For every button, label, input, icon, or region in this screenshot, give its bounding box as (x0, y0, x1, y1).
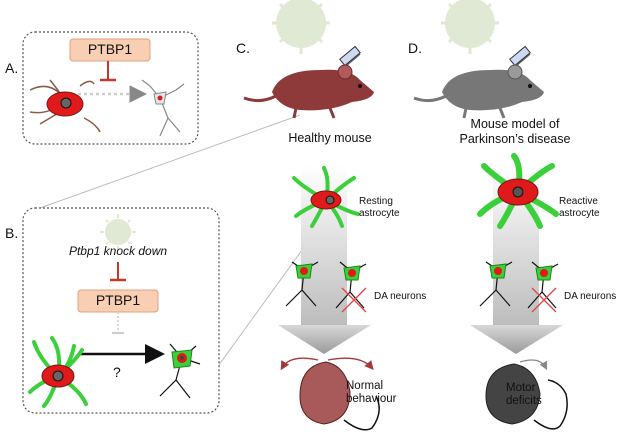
panel-c-title: Healthy mouse (288, 131, 372, 145)
panel-d-title: Mouse model of Parkinson’s disease (459, 117, 571, 146)
panel-c-curled-mouse (299, 361, 380, 431)
panel-d-neurons-label: DA neurons (564, 291, 617, 302)
panel-c-virus (272, 0, 330, 54)
panel-c-outcome-label: Normal behaviour (346, 380, 397, 405)
panel-d-mouse (413, 64, 544, 119)
panel-d-arrow-head (470, 325, 563, 354)
panel-a-ptbp1-box (69, 38, 151, 62)
panel-a-astrocyte (29, 79, 101, 133)
panel-a-label: A. (5, 60, 19, 76)
panel-c-neuron-right (335, 261, 367, 309)
panel-c-neurons-label: DA neurons (374, 291, 427, 302)
panel-c-neuron-left (285, 261, 319, 307)
panel-d-virus (441, 0, 499, 54)
zoom-line-top (39, 114, 301, 209)
panel-d-label: D. (408, 40, 422, 56)
panel-b-knockdown-label: Ptbp1 knock down (68, 244, 168, 258)
panel-d-curled-mouse (485, 363, 568, 430)
panel-a-neuron (141, 79, 185, 137)
panel-b-virus (100, 214, 136, 250)
panel-d-outcome-label: Motor deficits (506, 382, 542, 407)
panel-c-mouse (243, 64, 374, 119)
panel-c-curve-right (327, 357, 374, 370)
panel-d-curve-right (519, 359, 548, 371)
panel-c-astrocyte (292, 166, 360, 228)
panel-d-neuron-left (479, 261, 513, 307)
panel-b-ptbp1-label: PTBP1 (95, 292, 141, 308)
panel-d-neuron-right (527, 261, 559, 309)
panel-c-label: C. (236, 40, 250, 56)
panel-c-arrow-head (278, 325, 371, 354)
panel-b-label: B. (5, 225, 19, 241)
panel-b-neuron (159, 343, 201, 399)
panel-d-cross-icon (531, 287, 557, 313)
panel-b-astrocyte (28, 336, 88, 408)
panel-d-astrocyte (477, 153, 559, 229)
panel-d-astrocyte-label: Reactive astrocyte (559, 196, 600, 219)
panel-c-cross-icon (341, 287, 367, 313)
panel-c-astrocyte-label: Resting astrocyte (359, 196, 400, 219)
panel-a-ptbp1-label: PTBP1 (87, 41, 133, 57)
panel-b-question-mark: ? (113, 364, 121, 380)
panel-c-curve-left (280, 357, 319, 371)
